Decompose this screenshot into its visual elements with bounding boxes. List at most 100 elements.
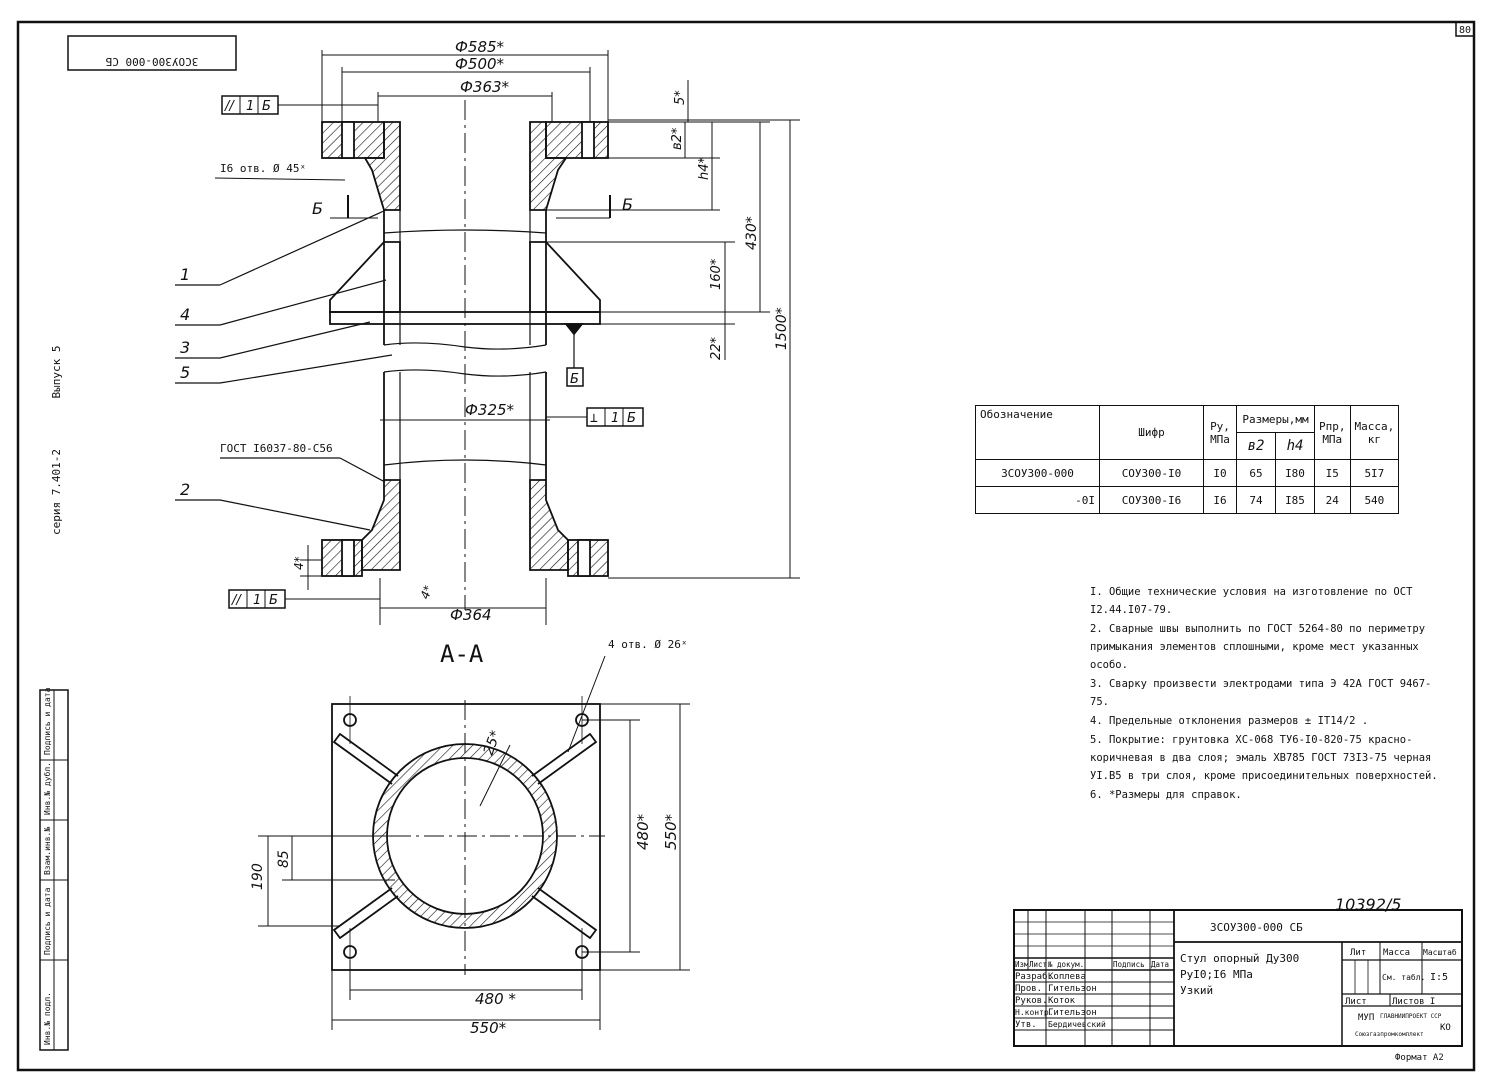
section-label: А-А xyxy=(440,640,484,668)
leader-5: 5 xyxy=(180,363,190,382)
top-neck-left xyxy=(363,121,401,211)
row1-ptest: 24 xyxy=(1314,486,1351,514)
row0-h4: I80 xyxy=(1275,459,1315,487)
tb-sheet-label: Лист xyxy=(1345,997,1367,1007)
tb-scale-label: Масштаб xyxy=(1423,947,1457,957)
hdr-ptest: Рпр, МПа xyxy=(1314,405,1351,460)
tb-org-3: Союзгазпромкомплект xyxy=(1355,1031,1424,1038)
sheet-frame xyxy=(16,20,1476,1072)
datum-b-text: Б xyxy=(570,372,579,387)
dim-d480v: 480* xyxy=(634,813,652,850)
row1-b2: 74 xyxy=(1236,486,1276,514)
row0-b2: 65 xyxy=(1236,459,1276,487)
datum-box-b xyxy=(566,367,584,387)
tb-title-3: Узкий xyxy=(1180,984,1213,997)
row1-designation: -0I xyxy=(975,486,1100,514)
hdr-h4: h4 xyxy=(1275,432,1315,460)
title-block xyxy=(1013,909,1463,1047)
dim-h4-left: 4* xyxy=(292,556,306,570)
tb-col-list: Лист xyxy=(1029,960,1047,969)
gusset-right xyxy=(529,241,601,313)
spec-header-row: Обозначение Шифр Ру, МПа Размеры,мм Рпр,… xyxy=(975,405,1400,460)
dim-d585: Ф585* xyxy=(455,38,505,56)
bottom-neck-right xyxy=(529,479,569,571)
svg-text://: // xyxy=(224,99,235,114)
tb-mass-value: См. табл. xyxy=(1382,972,1425,982)
row1-h4: I85 xyxy=(1275,486,1315,514)
note-4: 4. Предельные отклонения размеров ± IT14… xyxy=(1090,715,1369,727)
gost-weld-label: ГОСТ I6037-80-С56 xyxy=(220,442,333,455)
tb-col-doc: № докум. xyxy=(1047,960,1084,969)
svg-text:Б: Б xyxy=(627,411,636,426)
svg-text:Б: Б xyxy=(262,99,271,114)
svg-text:1: 1 xyxy=(253,593,261,608)
dim-angle25: 25* xyxy=(481,729,505,758)
dim-d480h: 480 * xyxy=(475,990,516,1008)
format-label: Формат А2 xyxy=(1395,1053,1444,1063)
tb-col-sign: Подпись xyxy=(1113,960,1145,969)
tb-mass-label: Масса xyxy=(1383,948,1410,958)
dim-d325: Ф325* xyxy=(465,401,515,419)
mirrored-designation-box xyxy=(67,35,237,71)
dim-d550h: 550* xyxy=(470,1019,507,1037)
row0-mass: 5I7 xyxy=(1349,459,1400,487)
svg-text:1: 1 xyxy=(246,99,254,114)
tb-org-code: КО xyxy=(1440,1023,1451,1033)
row0-designation: 3СОУ300-000 xyxy=(975,459,1100,487)
dim-d364: Ф364 xyxy=(450,606,492,624)
tb-name-4: Бердичевский xyxy=(1048,1020,1106,1029)
hdr-designation: Обозначение xyxy=(975,405,1100,460)
top-flange-right xyxy=(545,121,609,159)
row1-pressure: I6 xyxy=(1203,486,1237,514)
tb-lit-label: Лит xyxy=(1350,948,1366,958)
svg-text://: // xyxy=(231,593,242,608)
leader-1: 1 xyxy=(180,265,190,284)
dim-h430: 430* xyxy=(744,216,760,250)
note-5: 5. Покрытие: грунтовка ХС-068 ТУ6-I0-820… xyxy=(1090,734,1438,782)
dim-d550v: 550* xyxy=(662,813,680,850)
perpendicularity-frame: ⊥ 1 Б xyxy=(546,407,644,427)
svg-text:⊥: ⊥ xyxy=(590,411,598,426)
hdr-code: Шифр xyxy=(1099,405,1204,460)
row0-code: СОУ300-I0 xyxy=(1099,459,1204,487)
dim-d190: 190 xyxy=(250,863,266,890)
leader-4: 4 xyxy=(180,305,190,324)
note-1: I. Общие технические условия на изготовл… xyxy=(1090,586,1413,616)
stamp-col-3: Инв.№ дубл. xyxy=(42,762,52,815)
technical-notes: I. Общие технические условия на изготовл… xyxy=(1090,583,1450,805)
elevation-view xyxy=(321,100,609,610)
stamp-col-4: Подпись и дата xyxy=(43,687,52,755)
tb-name-2: Коток xyxy=(1048,996,1076,1006)
spec-row: -0I СОУ300-I6 I6 74 I85 24 540 xyxy=(975,486,1400,514)
dim-v4: 4* xyxy=(418,583,436,601)
dim-h1500: 1500* xyxy=(774,307,790,350)
series-label: серия 7.401-2 xyxy=(50,449,63,535)
leader-2: 2 xyxy=(180,480,190,499)
row0-ptest: I5 xyxy=(1314,459,1351,487)
tb-role-0: Разраб. xyxy=(1015,971,1053,982)
dim-h22: 22* xyxy=(709,336,724,360)
archive-number: 10392/5 xyxy=(1335,895,1401,914)
tb-role-2: Руков. xyxy=(1015,996,1048,1006)
tb-role-4: Утв. xyxy=(1015,1020,1037,1030)
hdr-pressure: Ру, МПа xyxy=(1203,405,1237,460)
sheet-number-box xyxy=(1455,21,1475,37)
section-mark-left: Б xyxy=(312,199,323,218)
spec-row: 3СОУ300-000 СОУ300-I0 I0 65 I80 I5 5I7 xyxy=(975,459,1400,487)
plan-view xyxy=(325,696,605,976)
tb-scale-value: I:5 xyxy=(1430,972,1448,983)
dim-d500: Ф500* xyxy=(455,55,505,73)
tb-name-0: Коплева xyxy=(1048,972,1086,982)
gusset-left xyxy=(329,241,401,313)
tb-sheets-label: Листов I xyxy=(1392,997,1435,1007)
svg-text:1: 1 xyxy=(611,411,619,426)
note-2: 2. Сварные швы выполнить по ГОСТ 5264-80… xyxy=(1090,623,1426,671)
hdr-mass: Масса, кг xyxy=(1349,405,1400,460)
tolerance-frame-top: // 1 Б xyxy=(221,95,378,115)
stamp-col-0: Инв.№ подл. xyxy=(43,992,52,1045)
spec-table: Обозначение Шифр Ру, МПа Размеры,мм Рпр,… xyxy=(975,405,1400,514)
dim-d85: 85 xyxy=(276,850,292,868)
row0-pressure: I0 xyxy=(1203,459,1237,487)
stamp-col-1: Подпись и дата xyxy=(43,887,52,955)
tb-name-1: Гительзон xyxy=(1048,984,1097,994)
